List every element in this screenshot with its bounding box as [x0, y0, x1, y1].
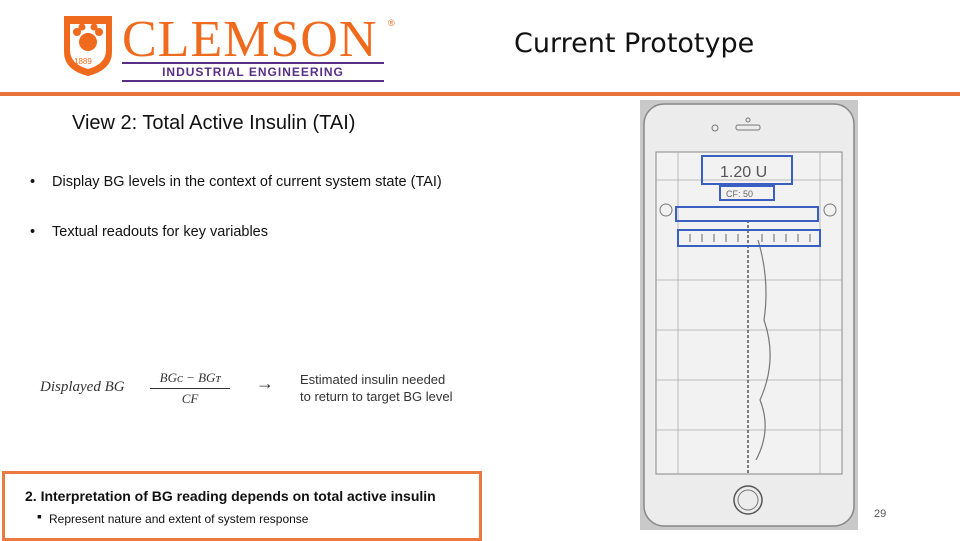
view-title: View 2: Total Active Insulin (TAI)	[72, 112, 356, 134]
logo-department: INDUSTRIAL ENGINEERING	[122, 62, 384, 82]
formula-note: Estimated insulin needed to return to ta…	[300, 371, 452, 405]
tiger-paw-shield-icon	[64, 16, 112, 76]
list-item: • Textual readouts for key variables	[30, 222, 442, 242]
callout-box: 2. Interpretation of BG reading depends …	[2, 471, 482, 541]
list-item: • Display BG levels in the context of cu…	[30, 172, 442, 192]
formula-fraction: BGᴄ − BGᴛ CF	[150, 370, 230, 407]
arrow-icon: →	[256, 373, 274, 393]
clemson-logo: 1889 CLEMSON ® INDUSTRIAL ENGINEERING	[60, 11, 400, 82]
logo-wordmark: CLEMSON	[122, 11, 378, 68]
logo-registered-mark: ®	[388, 18, 395, 28]
header-divider	[0, 92, 960, 96]
page-number: 29	[874, 508, 887, 520]
formula-note-line: to return to target BG level	[300, 389, 453, 404]
square-bullet-icon: ▪	[37, 508, 42, 524]
formula-note-line: Estimated insulin needed	[300, 372, 446, 387]
formula-numerator: BGᴄ − BGᴛ	[150, 370, 230, 389]
bullet-text: Display BG levels in the context of curr…	[52, 174, 442, 190]
formula-denominator: CF	[181, 391, 199, 406]
bullet-icon: •	[30, 174, 36, 190]
bullet-icon: •	[30, 224, 36, 240]
callout-subtext: Represent nature and extent of system re…	[49, 512, 309, 526]
header-divider-gap	[40, 90, 412, 92]
readout-text: 1.20 U	[720, 164, 767, 181]
logo-year: 1889	[74, 57, 92, 66]
cf-text: CF: 50	[726, 189, 753, 199]
phone-sketch-image: 1.20 U CF: 50	[640, 100, 858, 530]
bullet-list: • Display BG levels in the context of cu…	[30, 172, 442, 272]
callout-heading: 2. Interpretation of BG reading depends …	[25, 488, 436, 504]
bullet-text: Textual readouts for key variables	[52, 224, 268, 240]
formula-label: Displayed BG	[40, 379, 125, 395]
slide-title: Current Prototype	[514, 28, 755, 59]
